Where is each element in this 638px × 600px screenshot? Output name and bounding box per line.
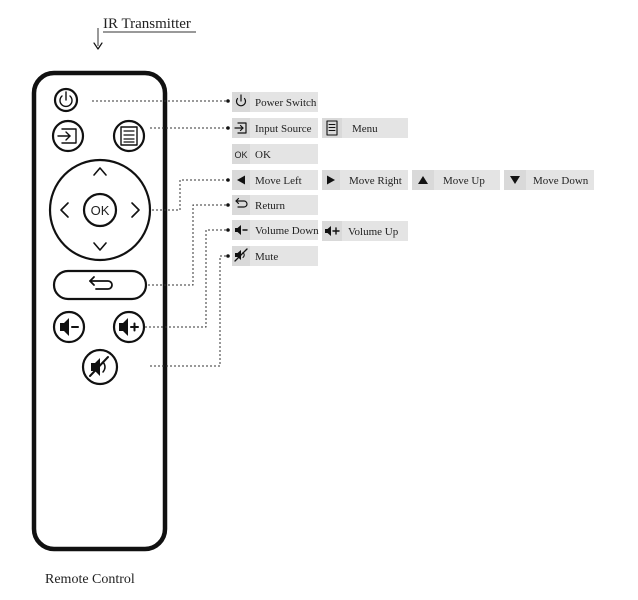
dpad: OK — [48, 158, 152, 262]
legend-right-label: Move Right — [349, 175, 402, 187]
power-button[interactable] — [53, 87, 79, 113]
leader-return — [148, 204, 228, 286]
legend-left-label: Move Left — [255, 175, 302, 187]
legend-ok-label: OK — [255, 149, 271, 161]
legend-volume-down: Volume Down — [232, 220, 319, 240]
triangle-left-icon — [237, 175, 245, 185]
chevron-up-icon — [93, 167, 107, 176]
menu-icon — [120, 126, 138, 146]
leader-dpad — [152, 179, 228, 211]
menu-button[interactable] — [112, 119, 146, 153]
legend-mute-label: Mute — [255, 251, 278, 263]
legend-menu-label: Menu — [352, 123, 378, 135]
volume-up-icon — [325, 226, 340, 236]
legend-down-label: Move Down — [533, 175, 589, 187]
menu-icon — [326, 120, 338, 136]
volume-up-icon — [119, 318, 139, 336]
legend-power-label: Power Switch — [255, 97, 317, 109]
ok-icon: OK — [234, 150, 247, 160]
volume-down-button[interactable] — [52, 310, 86, 344]
return-icon — [235, 197, 248, 208]
input-source-icon — [234, 122, 247, 134]
legend-return: Return — [232, 195, 318, 215]
move-left-button[interactable] — [60, 202, 69, 218]
legend-left: Move Left — [232, 170, 318, 190]
legend-ok: OK OK — [232, 144, 318, 164]
triangle-down-icon — [510, 176, 520, 184]
legend-power: Power Switch — [232, 92, 318, 112]
legend-input: Input Source — [232, 118, 318, 138]
move-down-button[interactable] — [93, 242, 107, 251]
legend-down: Move Down — [504, 170, 594, 190]
leader-mute — [150, 255, 228, 367]
legend-up: Move Up — [412, 170, 500, 190]
chevron-left-icon — [60, 202, 69, 218]
leader-volume — [145, 229, 228, 328]
ok-button[interactable]: OK — [82, 192, 118, 228]
volume-down-icon — [235, 225, 248, 235]
input-source-icon — [57, 128, 77, 144]
mute-icon — [234, 248, 248, 262]
legend-volume-up: Volume Up — [322, 221, 408, 241]
legend-volume-down-label: Volume Down — [255, 225, 319, 237]
mute-button[interactable] — [81, 348, 119, 386]
ir-arrow-icon — [93, 28, 103, 50]
power-icon — [235, 94, 247, 107]
return-icon — [89, 276, 113, 290]
power-icon — [59, 91, 73, 108]
volume-down-icon — [60, 318, 79, 336]
chevron-right-icon — [131, 202, 140, 218]
triangle-right-icon — [327, 175, 335, 185]
legend-return-label: Return — [255, 200, 285, 212]
move-right-button[interactable] — [131, 202, 140, 218]
legend-mute: Mute — [232, 246, 318, 266]
mute-icon — [89, 356, 109, 377]
legend-menu: Menu — [322, 118, 408, 138]
legend-input-label: Input Source — [255, 123, 312, 135]
legend-up-label: Move Up — [443, 175, 485, 187]
volume-up-button[interactable] — [112, 310, 146, 344]
ir-transmitter-label: IR Transmitter — [103, 16, 191, 32]
legend-volume-up-label: Volume Up — [348, 226, 399, 238]
leader-lines — [92, 99, 230, 367]
chevron-down-icon — [93, 242, 107, 251]
ok-button-label: OK — [91, 203, 110, 218]
remote-control-caption: Remote Control — [45, 572, 135, 587]
remote-body — [31, 70, 168, 552]
legend-right: Move Right — [322, 170, 408, 190]
triangle-up-icon — [418, 176, 428, 184]
return-button[interactable] — [52, 269, 148, 301]
move-up-button[interactable] — [93, 167, 107, 176]
input-source-button[interactable] — [51, 119, 85, 153]
